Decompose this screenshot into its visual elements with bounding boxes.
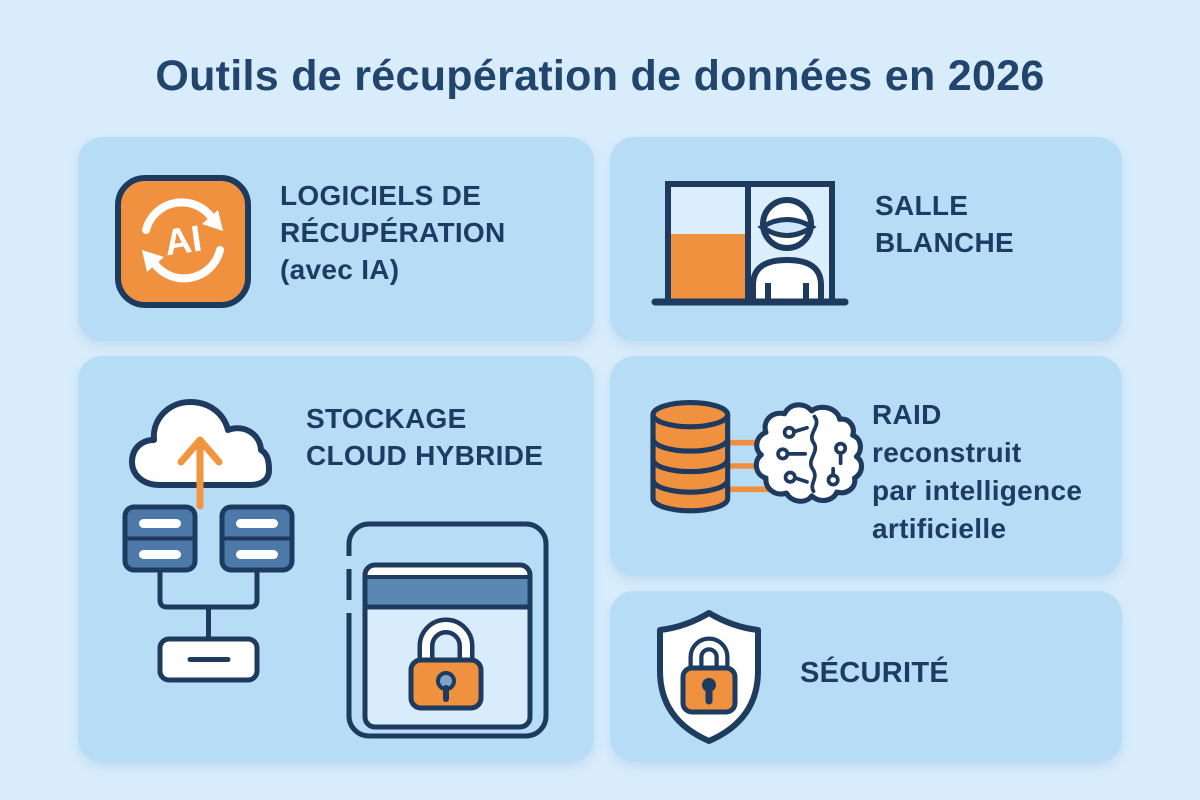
heading-line: (avec IA) xyxy=(280,254,400,285)
heading-line: SÉCURITÉ xyxy=(800,657,950,689)
heading-line: artificielle xyxy=(872,513,1007,544)
card-heading: LOGICIELS DE RÉCUPÉRATION (avec IA) xyxy=(280,177,506,288)
card-raid-ai: RAID reconstruit par intelligence artifi… xyxy=(610,356,1122,576)
heading-line: LOGICIELS DE xyxy=(280,180,482,211)
cloud-upload-icon xyxy=(122,399,295,683)
heading-line: RÉCUPÉRATION xyxy=(280,217,506,248)
padlock-icon xyxy=(680,636,738,715)
network-connector-lines xyxy=(157,567,260,642)
ai-label: AI xyxy=(162,218,204,264)
shield-lock-icon xyxy=(657,610,761,744)
server-cluster-icon xyxy=(122,504,295,573)
heading-line: RAID xyxy=(872,399,942,430)
heading-line: par intelligence xyxy=(872,475,1083,506)
upload-arrow-icon xyxy=(177,436,223,510)
card-heading: SALLE BLANCHE xyxy=(875,187,1014,261)
ai-refresh-icon: AI xyxy=(115,175,251,308)
cleanroom-technician-icon xyxy=(651,181,849,306)
database-brain-icon xyxy=(650,399,865,514)
heading-line: BLANCHE xyxy=(875,227,1014,258)
heading-line: reconstruit xyxy=(872,437,1022,468)
card-security: SÉCURITÉ xyxy=(610,591,1122,762)
card-recovery-software: AI LOGICIELS DE RÉCUPÉRATION (avec IA) xyxy=(78,137,594,341)
card-heading: STOCKAGE CLOUD HYBRIDE xyxy=(306,400,543,474)
heading-line: CLOUD HYBRIDE xyxy=(306,440,544,471)
card-cleanroom: SALLE BLANCHE xyxy=(610,137,1122,341)
heading-line: SALLE xyxy=(875,190,969,221)
database-cylinder-icon xyxy=(650,399,731,514)
heading-line: STOCKAGE xyxy=(306,403,467,434)
secure-window-lock-icon xyxy=(345,521,549,739)
page-title: Outils de récupération de données en 202… xyxy=(155,52,1045,100)
card-heading: RAID reconstruit par intelligence artifi… xyxy=(872,396,1082,548)
ai-brain-icon xyxy=(753,402,865,504)
card-heading: SÉCURITÉ xyxy=(800,655,949,692)
padlock-icon xyxy=(408,617,484,711)
card-hybrid-cloud-storage: STOCKAGE CLOUD HYBRIDE xyxy=(78,356,594,762)
